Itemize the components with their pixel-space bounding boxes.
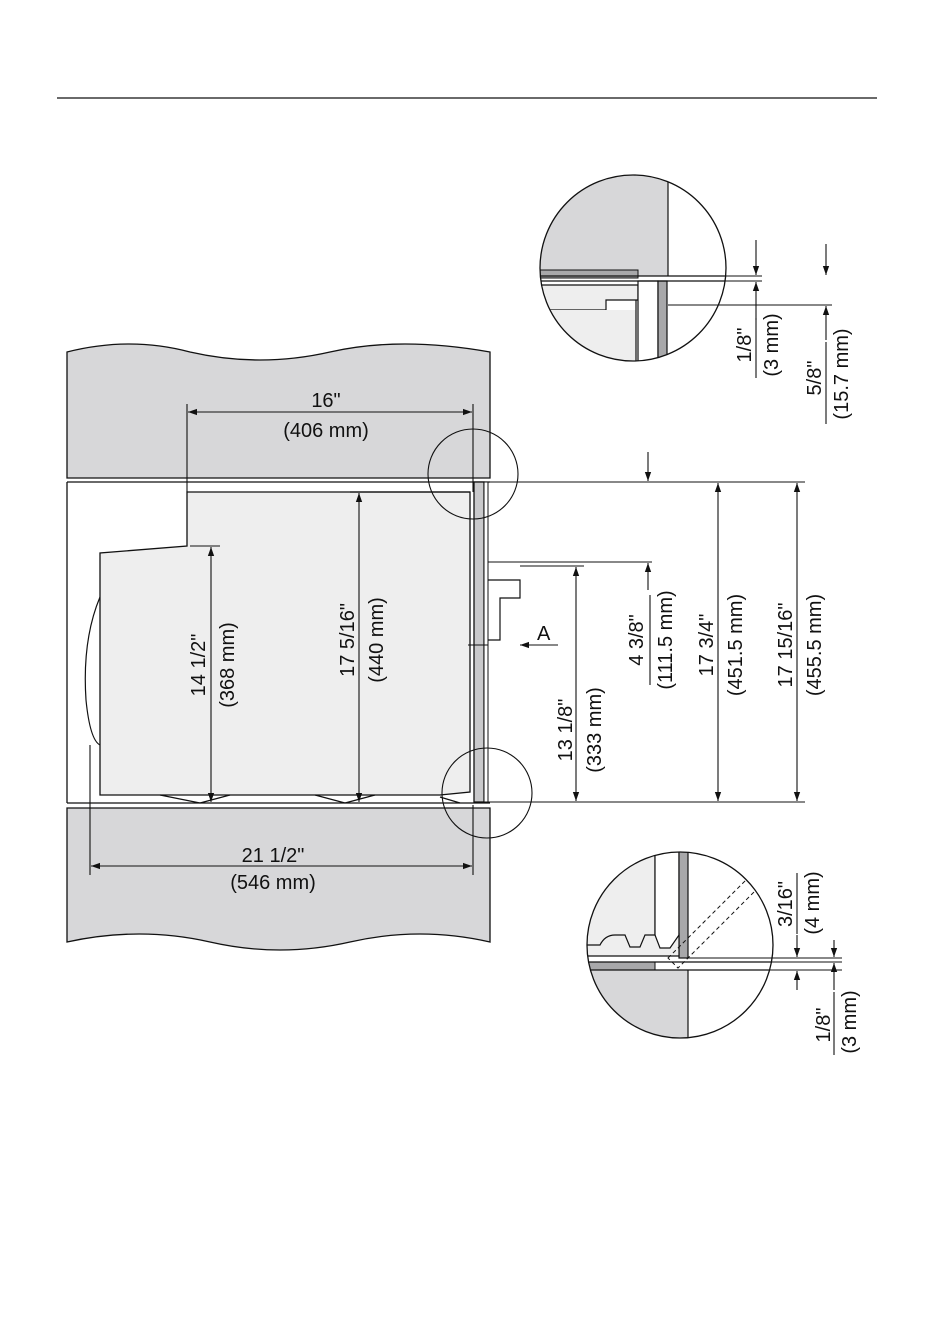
dim-17-5-16-metric: (440 mm) <box>366 597 388 683</box>
bottom-gap-1-8-metric: (3 mm) <box>839 990 861 1053</box>
dim-17-15-16-imperial: 17 15/16" <box>775 603 797 688</box>
bottom-gap-3-16-metric: (4 mm) <box>802 871 824 934</box>
top-gap-1-8-metric: (3 mm) <box>761 313 783 376</box>
bottom-gap-1-8-imperial: 1/8" <box>813 1008 835 1043</box>
bottom-gap-3-16-imperial: 3/16" <box>775 881 797 927</box>
top-gap-1-8-imperial: 1/8" <box>734 328 756 363</box>
dim-4-3-8-imperial: 4 3/8" <box>626 614 648 666</box>
dim-17-15-16-metric: (455.5 mm) <box>804 594 826 696</box>
dim-13-1-8-imperial: 13 1/8" <box>555 699 577 762</box>
dim-16-imperial: 16" <box>311 390 340 412</box>
upper-cabinet-panel <box>67 344 490 478</box>
dim-4-3-8-metric: (111.5 mm) <box>655 590 677 689</box>
dim-17-5-16-imperial: 17 5/16" <box>337 603 359 677</box>
oven-housing <box>100 492 470 795</box>
point-a-label: A <box>537 623 551 645</box>
dim-17-3-4-metric: (451.5 mm) <box>725 594 747 696</box>
door-glass-strip <box>484 482 488 802</box>
dim-21-1-2-metric: (546 mm) <box>230 872 316 894</box>
dim-16-metric: (406 mm) <box>283 420 369 442</box>
top-gap-5-8-imperial: 5/8" <box>804 361 826 396</box>
oven-feet <box>160 795 460 803</box>
top-detail-view <box>530 170 760 371</box>
oven-door-front <box>474 482 484 802</box>
dim-21-1-2-imperial: 21 1/2" <box>242 845 305 867</box>
oven-handle <box>488 580 520 640</box>
dim-14-1-2-metric: (368 mm) <box>217 622 239 708</box>
top-gap-5-8-metric: (15.7 mm) <box>831 328 853 419</box>
oven-rear-bulge <box>85 597 100 745</box>
dim-13-1-8-metric: (333 mm) <box>584 687 606 773</box>
dim-17-3-4-imperial: 17 3/4" <box>696 614 718 677</box>
dim-14-1-2-imperial: 14 1/2" <box>188 634 210 697</box>
bottom-detail-view <box>585 850 800 1050</box>
